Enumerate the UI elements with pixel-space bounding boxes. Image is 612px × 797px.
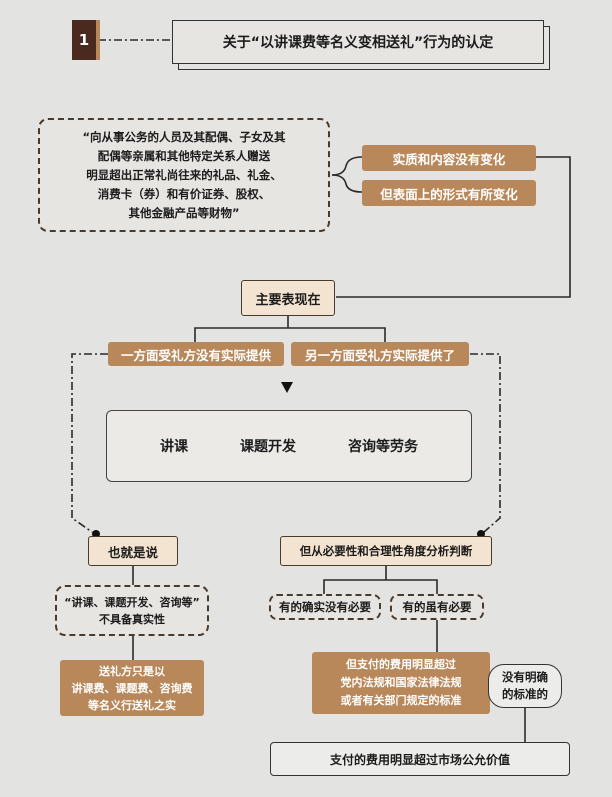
section-number-badge: 1 bbox=[72, 20, 100, 60]
market-value-text: 支付的费用明显超过市场公允价值 bbox=[329, 752, 510, 767]
quote-line: 配偶等亲属和其他特定关系人赠送 bbox=[97, 148, 271, 163]
exceeds-line: 但支付的费用明显超过 bbox=[346, 658, 456, 671]
page-title: 关于“以讲课费等名义变相送礼”行为的认定 bbox=[222, 35, 494, 51]
no-standard-line: 的标准的 bbox=[502, 687, 548, 701]
quote-line: 其他金融产品等财物” bbox=[128, 205, 240, 220]
conclusion-line: 等名义行送礼之实 bbox=[88, 698, 176, 712]
quote-box: “向从事公务的人员及其配偶、子女及其 配偶等亲属和其他特定关系人赠送 明显超出正… bbox=[38, 118, 330, 232]
market-value-box: 支付的费用明显超过市场公允价值 bbox=[270, 742, 570, 776]
conclusion-line: 送礼方只是以 bbox=[99, 664, 165, 678]
right-side-line bbox=[470, 353, 501, 533]
section-number: 1 bbox=[78, 31, 90, 49]
main-to-branches bbox=[194, 316, 386, 342]
down-triangle-icon bbox=[281, 382, 293, 393]
no-need-text: 有的确实没有必要 bbox=[279, 600, 371, 614]
branch-right-text: 另一方面受礼方实际提供了 bbox=[304, 347, 455, 363]
right-split bbox=[323, 566, 438, 594]
need-text: 有的虽有必要 bbox=[402, 600, 472, 614]
exceeds-standard-box: 但支付的费用明显超过 党内法规和国家法律法规 或者有关部门规定的标准 bbox=[312, 652, 490, 714]
service-item: 咨询等劳务 bbox=[348, 439, 418, 455]
no-standard-line: 没有明确 bbox=[502, 670, 548, 684]
not-real-box: “讲课、课题开发、咨询等” 不具备真实性 bbox=[55, 585, 209, 636]
not-real-line: “讲课、课题开发、咨询等” bbox=[64, 595, 200, 609]
no-standard-box: 没有明确 的标准的 bbox=[488, 664, 562, 708]
not-real-line: 不具备真实性 bbox=[99, 612, 165, 626]
branch-left-text: 一方面受礼方没有实际提供 bbox=[120, 347, 271, 363]
quote-line: “向从事公务的人员及其配偶、子女及其 bbox=[82, 129, 286, 144]
service-item: 讲课 bbox=[160, 439, 188, 455]
tag-to-main-line bbox=[336, 156, 571, 298]
need-box: 有的虽有必要 bbox=[390, 594, 484, 620]
conclusion-box: 送礼方只是以 讲课费、课题费、咨询费 等名义行送礼之实 bbox=[60, 660, 204, 716]
that-is-box: 也就是说 bbox=[88, 536, 178, 566]
brace-bottom bbox=[331, 174, 363, 193]
exceeds-line: 党内法规和国家法律法规 bbox=[340, 676, 462, 689]
branch-right: 另一方面受礼方实际提供了 bbox=[291, 342, 469, 366]
branch-left: 一方面受礼方没有实际提供 bbox=[108, 342, 284, 366]
analysis-box: 但从必要性和合理性角度分析判断 bbox=[280, 536, 492, 566]
exceeds-line: 或者有关部门规定的标准 bbox=[340, 694, 462, 707]
services-box: 讲课 课题开发 咨询等劳务 bbox=[106, 410, 472, 482]
quote-line: 明显超出正常礼尚往来的礼品、礼金、 bbox=[86, 167, 282, 182]
main-manifestation-text: 主要表现在 bbox=[255, 292, 321, 308]
substance-tag: 实质和内容没有变化 bbox=[362, 145, 536, 171]
title-box: 关于“以讲课费等名义变相送礼”行为的认定 bbox=[172, 20, 544, 64]
quote-line: 消费卡（券）和有价证券、股权、 bbox=[97, 186, 271, 201]
substance-tag-text: 实质和内容没有变化 bbox=[392, 151, 506, 167]
left-side-line bbox=[71, 353, 108, 533]
that-is-text: 也就是说 bbox=[107, 544, 158, 560]
no-need-box: 有的确实没有必要 bbox=[269, 594, 381, 620]
main-manifestation-box: 主要表现在 bbox=[241, 280, 335, 316]
form-tag: 但表面上的形式有所变化 bbox=[362, 180, 536, 206]
form-tag-text: 但表面上的形式有所变化 bbox=[380, 186, 518, 202]
analysis-text: 但从必要性和合理性角度分析判断 bbox=[299, 544, 473, 558]
brace-top bbox=[331, 156, 363, 176]
conclusion-line: 讲课费、课题费、咨询费 bbox=[71, 681, 193, 695]
service-item: 课题开发 bbox=[240, 439, 296, 455]
